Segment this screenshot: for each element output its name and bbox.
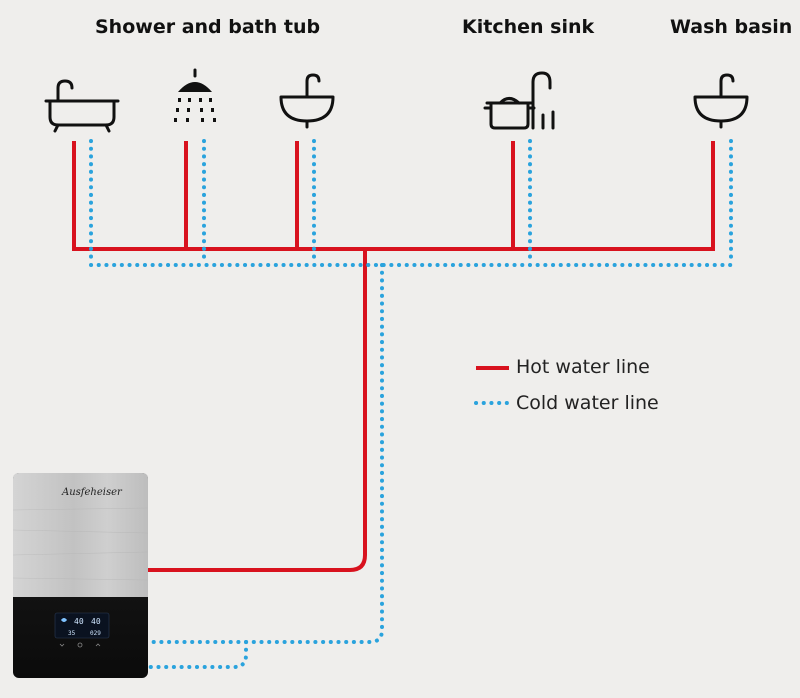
sink-icon <box>693 73 749 129</box>
legend-hot-label: Hot water line <box>516 356 650 378</box>
lcd-down-button-icon <box>59 643 65 647</box>
lcd-value-bottom-left: 35 <box>68 630 76 637</box>
lcd-power-button-icon <box>77 642 83 648</box>
cold-water-pipes <box>89 139 733 669</box>
legend-cold-label: Cold water line <box>516 392 659 414</box>
label-wash-basin: Wash basin <box>670 16 793 38</box>
hot-water-pipes <box>72 141 715 572</box>
label-kitchen-sink: Kitchen sink <box>462 16 595 38</box>
lcd-display <box>54 612 110 639</box>
bathtub-icon <box>44 79 120 133</box>
lcd-up-button-icon <box>95 643 101 647</box>
water-heater: 40 40 35 029 <box>12 473 149 678</box>
pot-faucet-icon <box>483 71 555 130</box>
lcd-value-bottom-right: 029 <box>90 630 101 637</box>
shower-icon <box>174 68 216 122</box>
heater-brand-logo: Ausfeheiser <box>62 487 122 498</box>
sink-icon <box>279 73 335 129</box>
lcd-value-top-left: 40 <box>74 617 84 626</box>
lcd-value-top-right: 40 <box>91 617 101 626</box>
label-shower-bath: Shower and bath tub <box>95 16 321 38</box>
lcd-flow-icon <box>61 618 67 622</box>
